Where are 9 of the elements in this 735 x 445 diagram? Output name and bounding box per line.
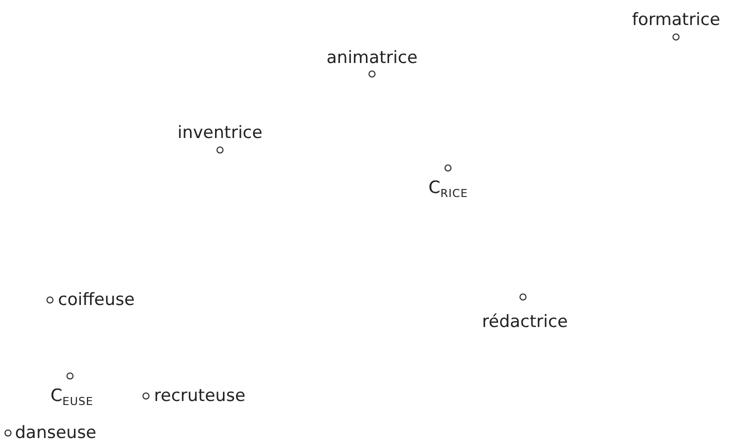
word-label: C$_{RICE}$ xyxy=(428,180,468,199)
word-label: danseuse xyxy=(15,425,96,442)
word-label: inventrice xyxy=(178,125,262,142)
word-label: rédactrice xyxy=(482,314,568,331)
word-label: recruteuse xyxy=(154,388,246,405)
word-label: animatrice xyxy=(326,50,418,67)
word-label: formatrice xyxy=(632,12,720,29)
word-label: coiffeuse xyxy=(58,292,135,309)
word-label: C$_{EUSE}$ xyxy=(50,388,94,407)
